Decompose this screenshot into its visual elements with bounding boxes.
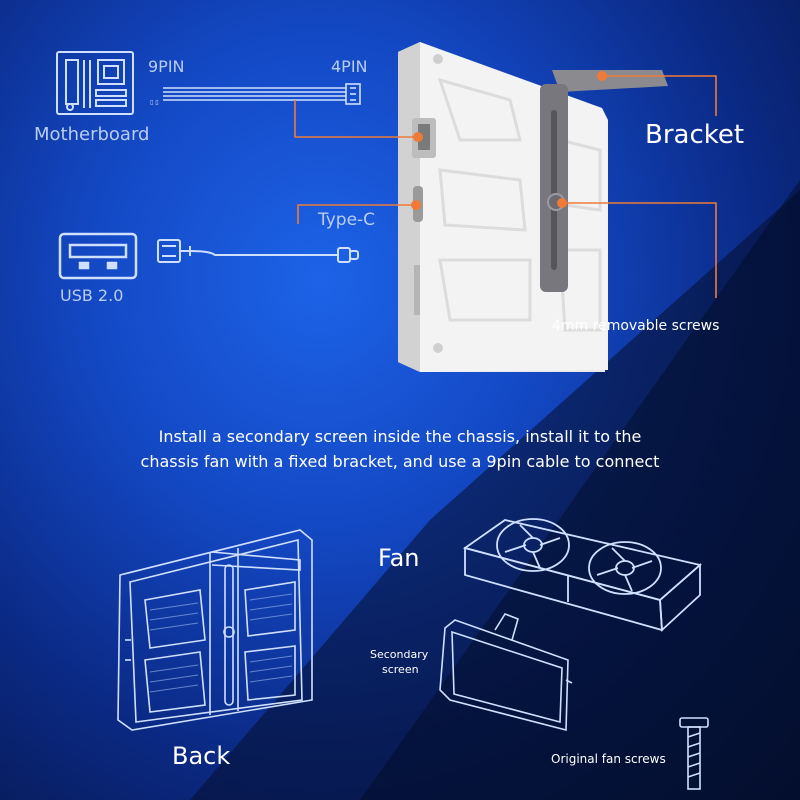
ribbon-cable <box>163 83 361 105</box>
label-screws: 4mm removable screws <box>552 318 720 334</box>
type-c-cable-icon <box>157 239 359 263</box>
usb-port-icon <box>58 232 138 280</box>
label-4pin: 4PIN <box>331 57 368 76</box>
label-9pin: 9PIN <box>148 57 185 76</box>
label-bracket: Bracket <box>645 120 745 150</box>
label-fan: Fan <box>378 544 420 572</box>
label-original-fan-screws: Original fan screws <box>551 752 666 766</box>
back-view-drawing <box>117 529 313 731</box>
cable-tag-text: ▯ ▯ <box>150 99 159 106</box>
label-secondary-screen-2: screen <box>382 663 419 676</box>
callout-dots <box>411 71 607 210</box>
back-view-texture <box>149 593 293 693</box>
motherboard-icon <box>56 51 134 115</box>
secondary-screen-drawing <box>439 613 573 732</box>
screw-icon <box>679 717 709 790</box>
label-usb: USB 2.0 <box>60 286 124 305</box>
callout-lines <box>294 75 717 298</box>
caption-line-1: Install a secondary screen inside the ch… <box>158 427 642 446</box>
label-motherboard: Motherboard <box>34 124 150 145</box>
bracket <box>540 70 668 292</box>
label-back: Back <box>172 742 231 770</box>
fan-icon <box>462 518 702 632</box>
label-secondary-screen-1: Secondary <box>370 648 429 661</box>
caption-line-2: chassis fan with a fixed bracket, and us… <box>140 452 660 471</box>
label-type-c: Type-C <box>318 210 376 230</box>
